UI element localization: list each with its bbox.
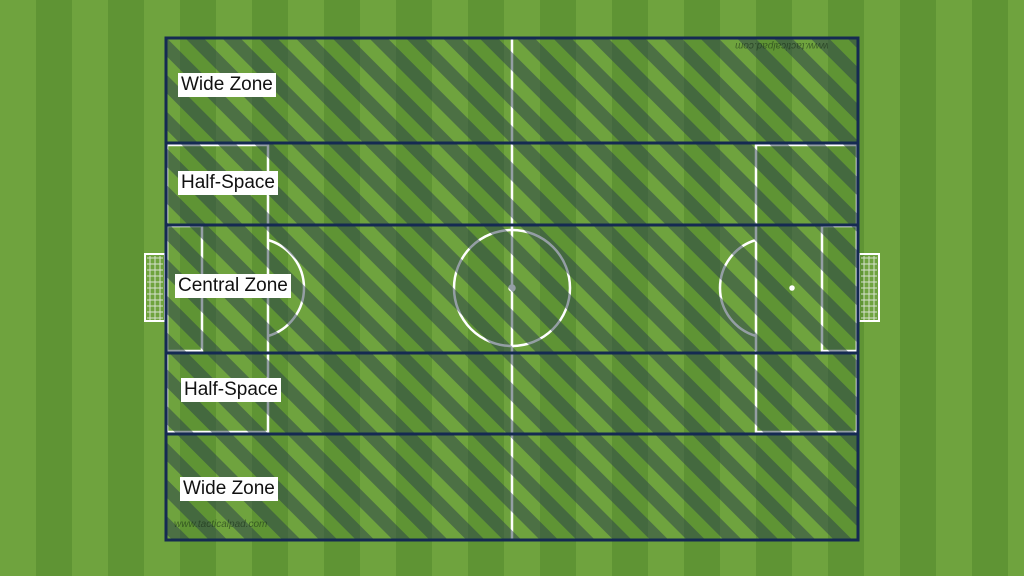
left-goal <box>144 253 166 322</box>
zone-label-central: Central Zone <box>175 274 291 298</box>
zone-wide-bottom <box>164 432 860 542</box>
zone-label-half-space-bottom: Half-Space <box>181 378 281 402</box>
zone-half-space-top <box>164 141 860 227</box>
right-goal <box>858 253 880 322</box>
watermark-bottom: www.tacticalpad.com <box>174 519 268 530</box>
zone-half-space-bottom <box>164 351 860 436</box>
zone-label-wide-top: Wide Zone <box>178 73 276 97</box>
watermark-top: www.tacticalpad.com <box>735 40 829 51</box>
zone-wide-top <box>164 36 860 145</box>
zone-overlays <box>164 36 860 542</box>
zone-label-wide-bottom: Wide Zone <box>180 477 278 501</box>
zone-label-half-space-top: Half-Space <box>178 171 278 195</box>
